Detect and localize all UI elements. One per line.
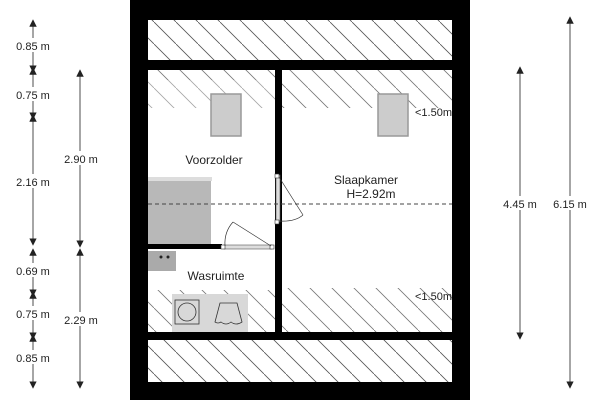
room-height-slaapkamer: H=2.92m <box>346 187 395 201</box>
dimension-label: 0.69 m <box>16 266 50 278</box>
hatched-zone-top <box>148 20 452 60</box>
door <box>220 221 275 250</box>
staircase <box>148 180 211 244</box>
hatched-zone-bottom <box>148 340 452 382</box>
dryer <box>214 302 243 325</box>
room-label-wasruimte: Wasruimte <box>188 269 245 283</box>
interior-wall <box>275 70 282 175</box>
dimension-label: 0.75 m <box>16 90 50 102</box>
dimension-label: 2.29 m <box>64 315 98 327</box>
door <box>274 173 304 225</box>
skylight <box>377 93 409 137</box>
interior-wall <box>275 222 282 332</box>
hatched-zone-room <box>282 70 452 108</box>
room-label-voorzolder: Voorzolder <box>185 153 242 167</box>
low-ceiling-label: <1.50m <box>415 107 452 119</box>
skylight <box>210 93 242 137</box>
dimension-label: 0.85 m <box>16 41 50 53</box>
room-label-slaapkamer: Slaapkamer <box>334 173 398 187</box>
dimension-label: 4.45 m <box>503 199 537 211</box>
interior-wall <box>148 244 222 249</box>
low-ceiling-label: <1.50m <box>415 291 452 303</box>
hatched-zone-room <box>282 288 452 332</box>
dimension-label: 0.85 m <box>16 353 50 365</box>
dimension-label: 2.90 m <box>64 154 98 166</box>
dimension-label: 2.16 m <box>16 177 50 189</box>
dimension-label: 0.75 m <box>16 309 50 321</box>
sink <box>148 251 176 271</box>
washing-machine <box>174 299 200 325</box>
dimension-label: 6.15 m <box>553 199 587 211</box>
